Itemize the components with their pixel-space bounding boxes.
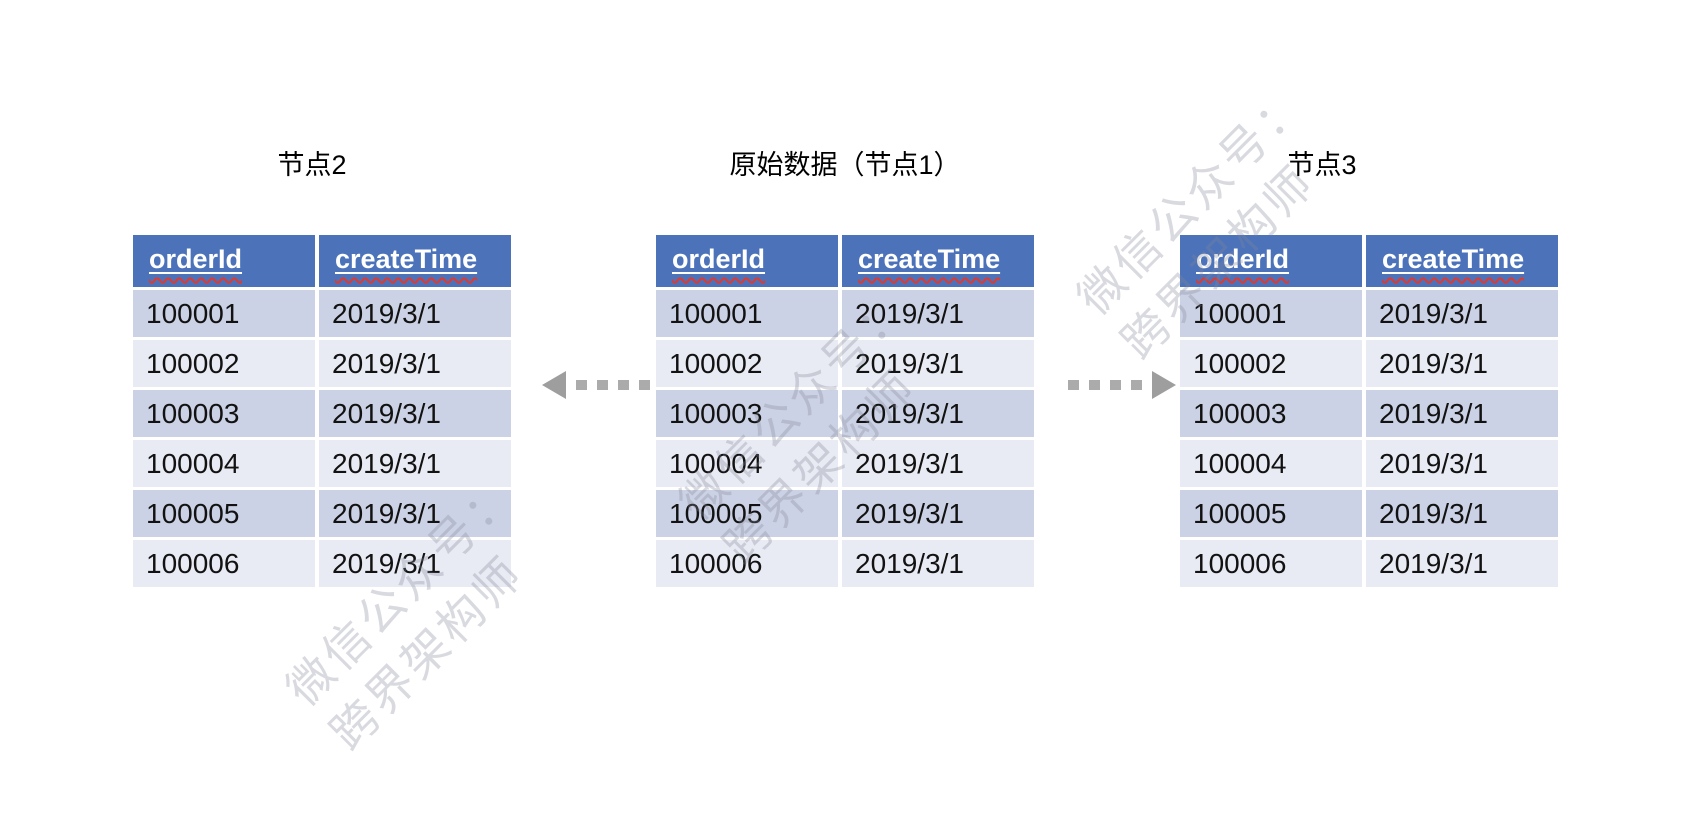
table-cell: 100001 [1180, 290, 1362, 337]
table-cell: 100004 [1180, 440, 1362, 487]
column-header-orderid: orderId [1180, 235, 1362, 287]
node3-title: 节点3 [1287, 150, 1357, 180]
table-cell: 100001 [133, 290, 315, 337]
table-cell: 2019/3/1 [319, 440, 511, 487]
table-cell: 100001 [656, 290, 838, 337]
table-cell: 2019/3/1 [1366, 440, 1558, 487]
table-cell: 100004 [656, 440, 838, 487]
column-header-createtime: createTime [842, 235, 1034, 287]
column-header-createtime: createTime [1366, 235, 1558, 287]
table-cell: 100002 [133, 340, 315, 387]
column-header-orderid: orderId [656, 235, 838, 287]
node2-title: 节点2 [277, 150, 347, 180]
table-cell: 2019/3/1 [842, 390, 1034, 437]
table-cell: 2019/3/1 [1366, 340, 1558, 387]
table-cell: 2019/3/1 [319, 390, 511, 437]
table-cell: 100004 [133, 440, 315, 487]
table-cell: 2019/3/1 [1366, 540, 1558, 587]
node1-title: 原始数据（节点1） [729, 150, 961, 180]
table-cell: 100003 [133, 390, 315, 437]
column-header-createtime: createTime [319, 235, 511, 287]
table-cell: 100006 [133, 540, 315, 587]
arrowhead-left [542, 371, 566, 399]
table-cell: 100005 [656, 490, 838, 537]
table-cell: 100005 [133, 490, 315, 537]
spellcheck-squiggle: orderId [149, 244, 243, 274]
replicate-left-arrow-icon [542, 371, 650, 399]
table-cell: 2019/3/1 [842, 290, 1034, 337]
node3-table: orderId createTime 100001 2019/3/1 10000… [1180, 235, 1558, 587]
spellcheck-squiggle: orderId [1196, 244, 1290, 274]
table-cell: 2019/3/1 [842, 440, 1034, 487]
node2-table: orderId createTime 100001 2019/3/1 10000… [133, 235, 511, 587]
table-cell: 100006 [656, 540, 838, 587]
table-cell: 2019/3/1 [1366, 290, 1558, 337]
table-cell: 100002 [1180, 340, 1362, 387]
table-cell: 100003 [1180, 390, 1362, 437]
table-cell: 100003 [656, 390, 838, 437]
table-cell: 2019/3/1 [319, 540, 511, 587]
spellcheck-squiggle: orderId [672, 244, 766, 274]
replicate-right-arrow-icon [1068, 371, 1176, 399]
table-cell: 2019/3/1 [1366, 390, 1558, 437]
table-cell: 2019/3/1 [319, 340, 511, 387]
table-cell: 2019/3/1 [319, 290, 511, 337]
table-cell: 2019/3/1 [842, 490, 1034, 537]
spellcheck-squiggle: createTime [335, 244, 478, 274]
table-cell: 2019/3/1 [319, 490, 511, 537]
table-cell: 100006 [1180, 540, 1362, 587]
table-cell: 100002 [656, 340, 838, 387]
table-cell: 2019/3/1 [842, 340, 1034, 387]
column-header-orderid: orderId [133, 235, 315, 287]
arrowhead-right [1152, 371, 1176, 399]
spellcheck-squiggle: createTime [858, 244, 1001, 274]
node1-table: orderId createTime 100001 2019/3/1 10000… [656, 235, 1034, 587]
table-cell: 2019/3/1 [1366, 490, 1558, 537]
table-cell: 2019/3/1 [842, 540, 1034, 587]
table-cell: 100005 [1180, 490, 1362, 537]
spellcheck-squiggle: createTime [1382, 244, 1525, 274]
